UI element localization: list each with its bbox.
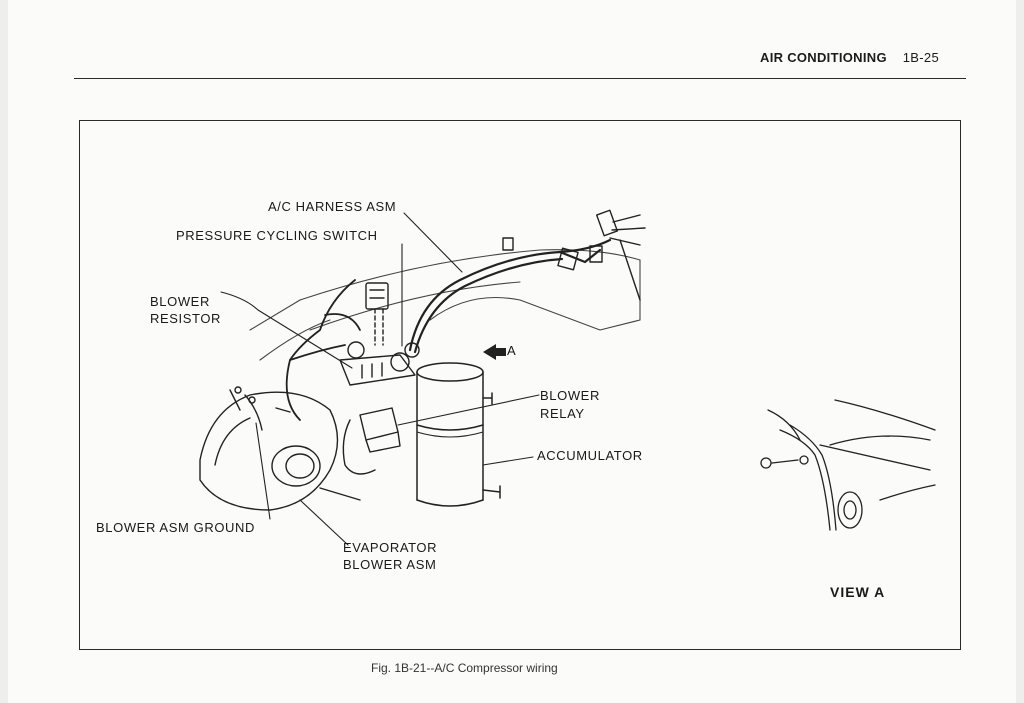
view-a-detail bbox=[760, 399, 936, 531]
section-title: AIR CONDITIONING bbox=[760, 50, 887, 65]
label-evaporator-2: BLOWER ASM bbox=[343, 557, 437, 572]
label-blower-resistor-2: RESISTOR bbox=[150, 311, 222, 326]
label-pressure-switch: PRESSURE CYCLING SWITCH bbox=[176, 228, 378, 243]
harness-connectors bbox=[502, 209, 646, 301]
label-accumulator: ACCUMULATOR bbox=[537, 448, 643, 463]
harness-wire bbox=[408, 238, 612, 354]
label-blower-ground: BLOWER ASM GROUND bbox=[96, 520, 255, 535]
label-blower-resistor-1: BLOWER bbox=[150, 294, 210, 309]
label-arrow-a: A bbox=[507, 343, 517, 358]
resistor-wires bbox=[285, 279, 361, 421]
ground-strap bbox=[234, 386, 291, 431]
leader-lines bbox=[220, 212, 540, 546]
label-view-a: VIEW A bbox=[830, 584, 886, 600]
evaporator-blower bbox=[199, 389, 361, 511]
view-a-arrow bbox=[483, 344, 506, 360]
pressure-switch-connector bbox=[365, 282, 389, 346]
figure-frame bbox=[79, 120, 961, 650]
label-evaporator-1: EVAPORATOR bbox=[343, 540, 438, 555]
header-rule bbox=[74, 78, 966, 79]
dash-panel bbox=[249, 249, 641, 361]
manual-page bbox=[8, 0, 1016, 703]
blower-relay bbox=[342, 407, 401, 475]
blower-resistor bbox=[339, 341, 420, 386]
page-number: 1B-25 bbox=[902, 50, 939, 65]
label-harness: A/C HARNESS ASM bbox=[268, 199, 397, 214]
figure-caption: Fig. 1B-21--A/C Compressor wiring bbox=[371, 661, 558, 675]
label-blower-relay-2: RELAY bbox=[540, 406, 585, 421]
accumulator bbox=[416, 362, 501, 507]
page-header: AIR CONDITIONING 1B-25 bbox=[760, 50, 939, 65]
label-blower-relay-1: BLOWER bbox=[540, 388, 600, 403]
